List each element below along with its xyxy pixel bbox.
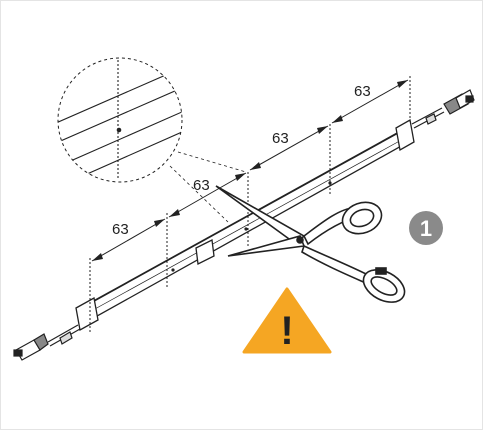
magnifier-detail-icon [57,57,183,183]
cut-marks [171,181,332,272]
dimension-label-4: 63 [354,83,371,100]
dimension-label-3: 63 [272,130,289,147]
dimension-lines [89,76,411,334]
scissors-icon [215,185,406,303]
magnifier-leader-lines [169,151,247,223]
step-badge: 1 [409,211,443,245]
dimension-arrowheads [92,80,408,261]
dimension-label-2: 63 [193,177,210,194]
right-cable [411,107,445,129]
step-number: 1 [420,216,432,241]
led-strip-profile [75,118,415,332]
connector-plug-left [13,333,49,361]
connector-plug-right [443,89,475,115]
warning-icon: ! [242,287,332,354]
left-cable [47,324,81,347]
dimension-label-1: 63 [112,221,129,238]
warning-symbol: ! [280,309,293,353]
